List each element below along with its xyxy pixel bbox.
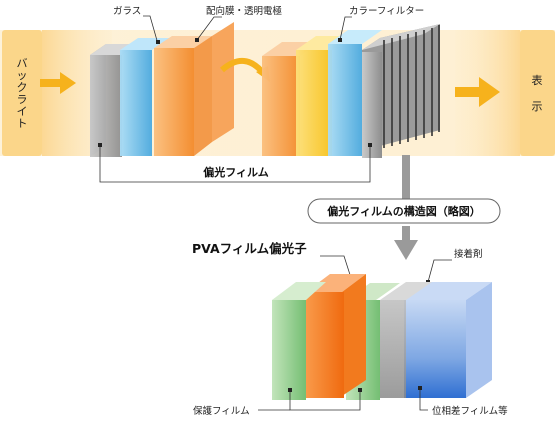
backlight-char: ッ [17, 69, 28, 82]
polarizer-back [362, 24, 440, 158]
glass-callout: ガラス [113, 6, 160, 45]
pva-layer [306, 274, 366, 398]
retardation-film-layer [404, 282, 492, 398]
light-out-arrow [455, 77, 500, 107]
pva-title: PVAフィルム偏光子 [192, 241, 307, 256]
backlight-panel: バ ッ ク ラ イ ト [2, 30, 42, 156]
adhesive-callout [426, 259, 452, 284]
display-char: 表 [532, 73, 543, 87]
color-filter-callout: カラーフィルター [338, 6, 424, 42]
alignment-label: 配向膜・透明電極 [206, 5, 283, 17]
backlight-char: イ [17, 105, 28, 118]
backlight-char: ク [17, 81, 28, 94]
alignment-electrode-front [154, 36, 212, 156]
display-panel: 表 示 [520, 30, 555, 156]
backlight-char: ト [17, 117, 28, 130]
display-char: 示 [532, 100, 543, 113]
retardation-callout: 位相差フィルム等 [418, 386, 508, 417]
zoom-down-arrow [394, 155, 418, 260]
light-in-arrow [40, 72, 76, 94]
glass-label: ガラス [113, 6, 141, 17]
retardation-label: 位相差フィルム等 [432, 405, 508, 417]
structure-badge-text: 偏光フィルムの構造図（略図） [327, 204, 481, 218]
polarizer-bracket: 偏光フィルム [98, 143, 372, 183]
polarizer-label: 偏光フィルム [203, 165, 269, 179]
filter-stripes [383, 25, 440, 148]
protective-film-front-layer [272, 282, 326, 400]
alignment-callout: 配向膜・透明電極 [195, 5, 283, 42]
protective-callout: 保護フィルム [193, 388, 362, 417]
structure-badge: 偏光フィルムの構造図（略図） [307, 198, 501, 224]
adhesive-label: 接着剤 [454, 248, 483, 260]
glass-back [212, 22, 234, 142]
backlight-char: バ [17, 57, 28, 70]
protective-label: 保護フィルム [193, 405, 250, 417]
color-filter-label: カラーフィルター [349, 6, 424, 17]
adhesive-layer [380, 282, 432, 398]
backlight-char: ラ [17, 93, 28, 106]
